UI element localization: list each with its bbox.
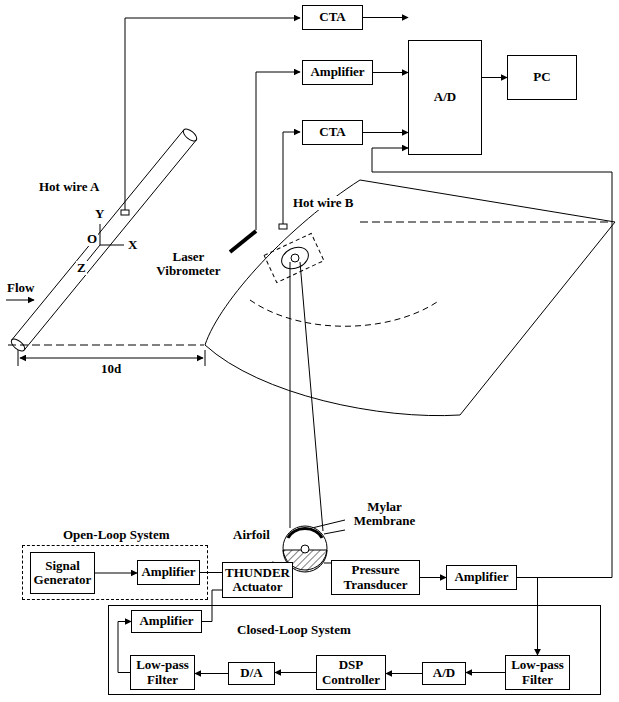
process-box: Amplifier <box>446 565 517 590</box>
signal-arrow <box>482 77 507 78</box>
process-box: Amplifier <box>131 610 202 633</box>
box-text: Low-pass Filter <box>133 658 192 687</box>
axes <box>87 224 124 261</box>
signal-arrow <box>386 673 422 674</box>
instrument-wire <box>125 18 300 230</box>
part-label: Hot wire B <box>292 196 354 210</box>
box-text: A/D <box>434 90 456 104</box>
process-box: CTA <box>302 120 363 145</box>
flow-arrow <box>6 300 34 301</box>
signal-arrow <box>373 72 408 73</box>
box-text: Signal Generator <box>33 559 92 588</box>
process-box: D/A <box>228 662 275 685</box>
detail-line <box>272 262 345 566</box>
process-box: Amplifier <box>137 560 200 585</box>
part-label: Hot wire A <box>38 180 100 194</box>
signal-arrow <box>420 577 446 578</box>
system-group: Open-Loop SystemSignal GeneratorAmplifie… <box>22 545 208 600</box>
group-heading: Open-Loop System <box>61 527 172 543</box>
part-label: Airfoil <box>232 528 271 542</box>
centre-line <box>8 345 204 346</box>
box-text: Pressure Transducer <box>334 563 417 592</box>
process-box: A/D <box>408 40 482 155</box>
box-text: PC <box>533 70 550 84</box>
process-box: Amplifier <box>302 60 373 85</box>
box-text: DSP Controller <box>319 658 383 687</box>
part-label: 10d <box>100 362 122 376</box>
box-text: Amplifier <box>454 570 508 584</box>
part-label: X <box>127 238 138 252</box>
process-box: CTA <box>302 5 363 30</box>
process-box: Signal Generator <box>30 552 95 594</box>
signal-arrow <box>466 672 505 673</box>
signal-arrow <box>517 578 538 656</box>
hot-wire-sensor <box>121 210 129 215</box>
signal-arrow <box>200 572 222 573</box>
group-heading: Closed-Loop System <box>235 622 353 638</box>
system-group: Closed-Loop System AmplifierLow-pass Filt… <box>108 605 601 695</box>
part-label: Y <box>94 207 105 221</box>
signal-arrow <box>363 17 408 18</box>
process-box: Low-pass Filter <box>130 655 195 690</box>
signal-arrow <box>195 673 228 674</box>
process-box: THUNDER Actuator <box>222 562 293 598</box>
hot-wire-sensor <box>279 224 287 229</box>
part-label: Flow <box>6 281 35 295</box>
box-text: Amplifier <box>139 614 193 628</box>
box-text: Amplifier <box>310 65 364 79</box>
part-label: Mylar Membrane <box>346 500 423 529</box>
part-label: Z <box>76 261 87 275</box>
process-box: Pressure Transducer <box>331 560 420 595</box>
box-text: THUNDER Actuator <box>225 566 290 595</box>
laser-vibrometer <box>230 231 256 252</box>
part-label: Laser Vibrometer <box>150 250 227 279</box>
signal-arrow <box>363 132 408 133</box>
box-text: Low-pass Filter <box>508 658 567 687</box>
box-text: A/D <box>433 666 455 680</box>
part-label: O <box>86 232 98 246</box>
box-text: Amplifier <box>141 565 195 579</box>
process-box: DSP Controller <box>316 655 386 690</box>
box-text: CTA <box>319 10 345 24</box>
process-box: A/D <box>422 662 466 685</box>
signal-arrow <box>95 573 137 574</box>
process-box: PC <box>507 55 577 100</box>
signal-arrow <box>275 672 316 673</box>
box-text: D/A <box>240 666 262 680</box>
box-text: CTA <box>319 125 345 139</box>
wing <box>205 180 615 416</box>
cylinder <box>9 127 198 353</box>
process-box: Low-pass Filter <box>505 655 570 690</box>
